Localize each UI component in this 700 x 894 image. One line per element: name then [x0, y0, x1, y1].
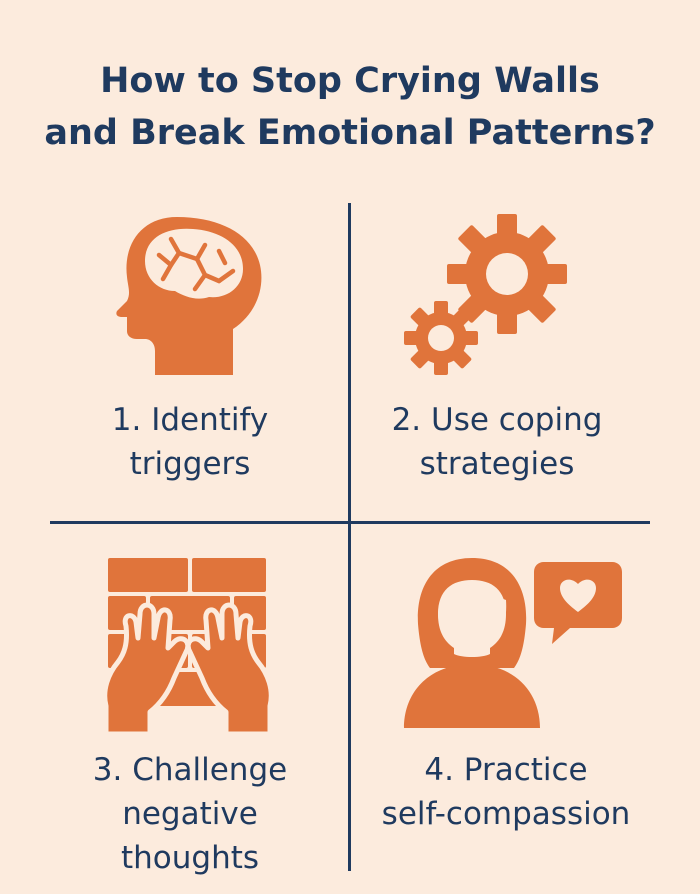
title-line-2: and Break Emotional Patterns? [44, 113, 656, 153]
vertical-divider [348, 203, 351, 871]
step-4-label: 4. Practice self-compassion [381, 752, 631, 832]
gears-icon [404, 214, 567, 375]
hands-wall-icon [102, 558, 274, 736]
person-heart-icon [404, 558, 622, 728]
step-1-label: 1. Identify triggers [111, 402, 269, 482]
horizontal-divider [50, 521, 650, 524]
step-3-label: 3. Challenge negative thoughts [92, 752, 288, 876]
page-title: How to Stop Crying Walls and Break Emoti… [0, 55, 700, 159]
brain-head-icon [116, 217, 262, 375]
step-2-label: 2. Use coping strategies [391, 402, 603, 482]
title-line-1: How to Stop Crying Walls [100, 61, 600, 101]
